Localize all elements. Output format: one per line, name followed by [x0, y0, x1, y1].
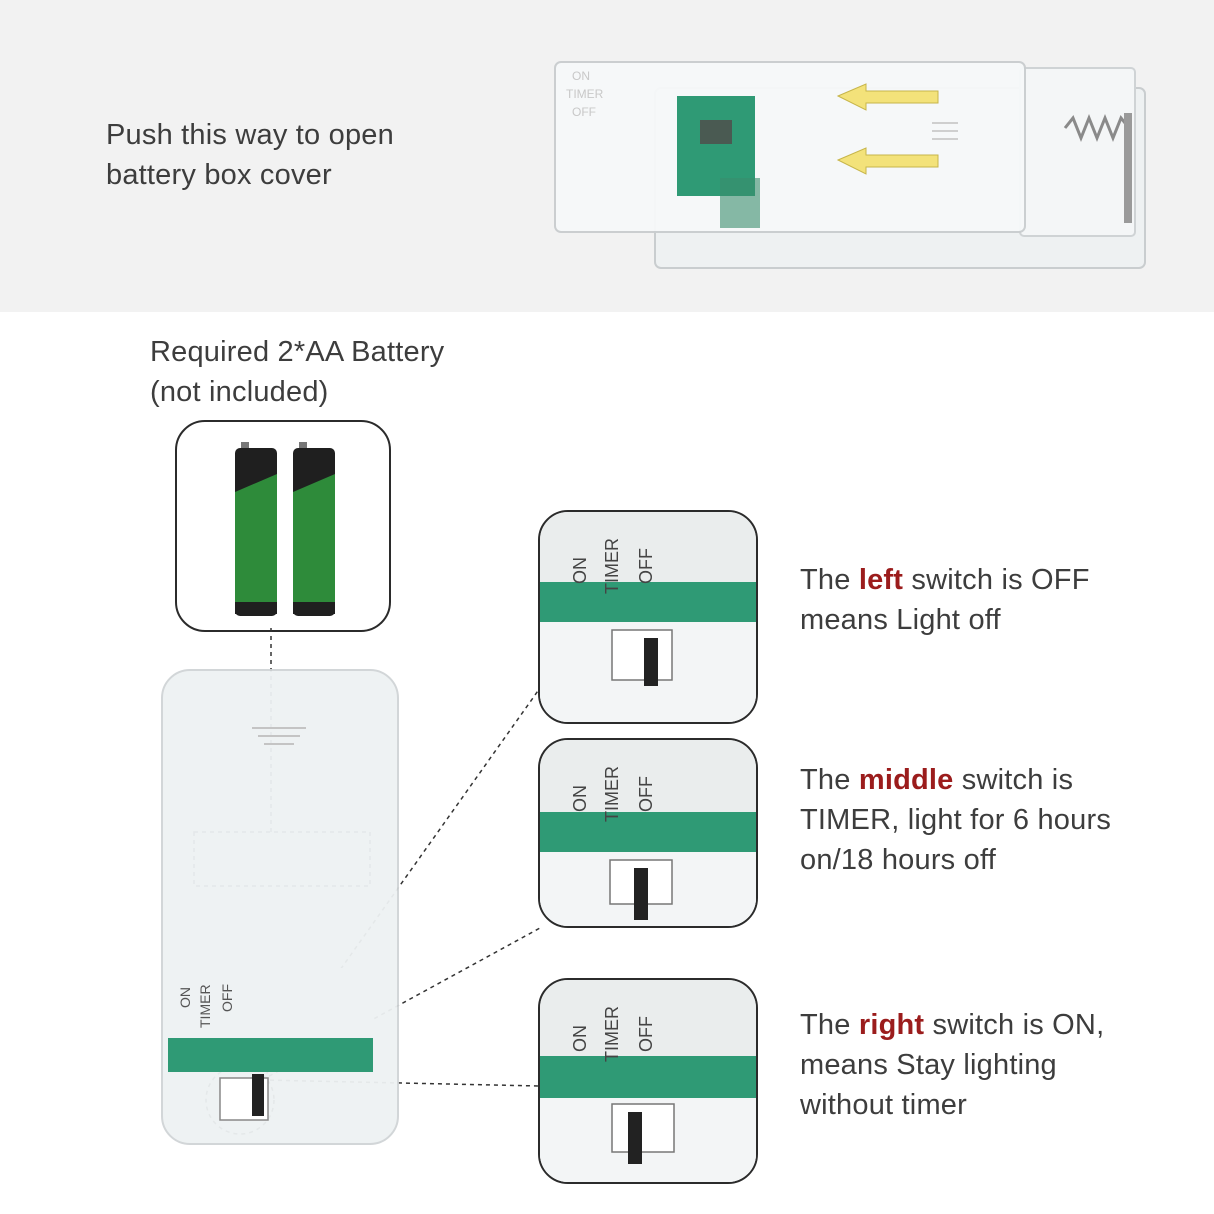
- switch-timer-pre: The: [800, 764, 859, 796]
- switch-timer-line3: on/18 hours off: [800, 844, 996, 876]
- open-instruction: Push this way to open battery box cover: [106, 115, 394, 195]
- battery-requirement-line2: (not included): [150, 376, 329, 408]
- battery-box-closed-image: ON TIMER OFF: [161, 669, 399, 1145]
- battery-requirement-line1: Required 2*AA Battery: [150, 336, 445, 368]
- switch-timer-description: The middle switch is TIMER, light for 6 …: [800, 760, 1111, 880]
- switch-timer-word: middle: [858, 764, 954, 796]
- switch-timer-line2: TIMER, light for 6 hours: [800, 804, 1112, 836]
- switch-on-line3: without timer: [800, 1089, 967, 1121]
- switch-off-line2: means Light off: [800, 604, 1001, 636]
- switch-timer-post: switch is: [953, 764, 1074, 796]
- switch-timer-label-timer: TIMER: [602, 766, 622, 822]
- battery-requirement: Required 2*AA Battery (not included): [150, 332, 444, 412]
- switch-off-label-timer: TIMER: [602, 538, 622, 594]
- aa-battery-icon: [235, 442, 335, 616]
- switch-off-pre: The: [800, 564, 859, 596]
- switch-on-description: The right switch is ON, means Stay light…: [800, 1005, 1104, 1125]
- closed-box-label-off: OFF: [219, 984, 235, 1012]
- switch-on-callout: ON TIMER OFF: [538, 978, 758, 1184]
- closed-box-label-timer: TIMER: [197, 984, 213, 1028]
- switch-off-post: switch is OFF: [903, 564, 1090, 596]
- switch-on-label-on: ON: [570, 1025, 590, 1052]
- closed-box-label-on: ON: [177, 987, 193, 1008]
- switch-off-image: ON TIMER OFF: [540, 512, 756, 722]
- switch-off-label-on: ON: [570, 557, 590, 584]
- open-instruction-line1: Push this way to open: [106, 119, 394, 151]
- switch-off-description: The left switch is OFF means Light off: [800, 560, 1090, 640]
- switch-on-word: right: [858, 1009, 925, 1041]
- switch-on-pre: The: [800, 1009, 859, 1041]
- switch-on-label-off: OFF: [636, 1016, 656, 1052]
- switch-off-callout: ON TIMER OFF: [538, 510, 758, 724]
- box-label-on: ON: [572, 69, 590, 83]
- push-arrow-icon: [836, 83, 939, 175]
- box-label-timer: TIMER: [566, 87, 604, 101]
- slide-switch-handle: [644, 638, 658, 686]
- switch-off-word: left: [858, 564, 904, 596]
- battery-callout: [175, 420, 391, 632]
- slide-switch-handle: [628, 1112, 642, 1164]
- switch-on-image: ON TIMER OFF: [540, 980, 756, 1182]
- switch-off-label-off: OFF: [636, 548, 656, 584]
- switch-timer-label-off: OFF: [636, 776, 656, 812]
- switch-on-label-timer: TIMER: [602, 1006, 622, 1062]
- battery-box-open-image: ON TIMER OFF: [554, 61, 1146, 269]
- open-instruction-line2: battery box cover: [106, 159, 332, 191]
- box-label-off: OFF: [572, 105, 596, 119]
- switch-timer-callout: ON TIMER OFF: [538, 738, 758, 928]
- switch-on-line2: means Stay lighting: [800, 1049, 1057, 1081]
- switch-timer-image: ON TIMER OFF: [540, 740, 756, 926]
- switch-timer-label-on: ON: [570, 785, 590, 812]
- slide-switch-handle: [634, 868, 648, 920]
- switch-on-post: switch is ON,: [924, 1009, 1105, 1041]
